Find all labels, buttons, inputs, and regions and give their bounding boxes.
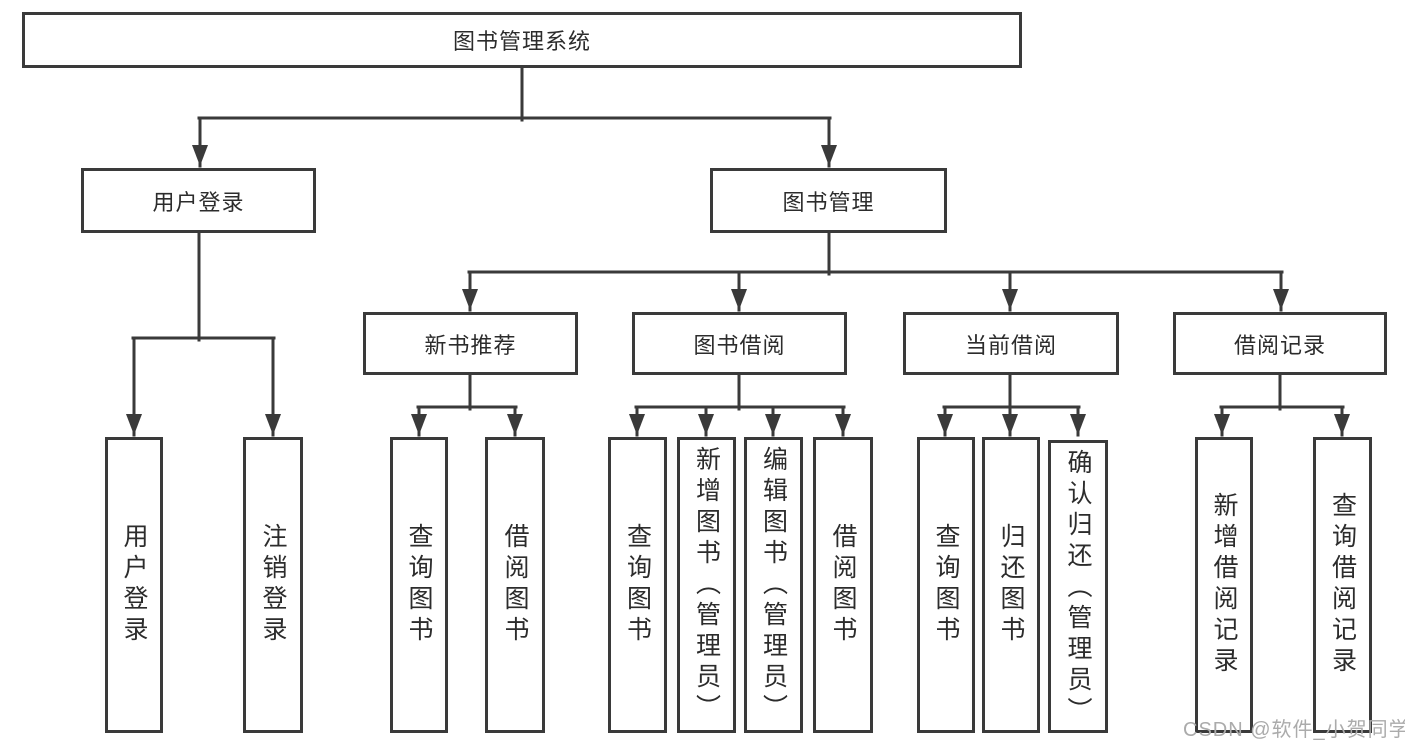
- connector-group: [126, 65, 1350, 437]
- node-user-login: 用户登录: [81, 168, 316, 233]
- leaf-user-login: 用户登录: [105, 437, 163, 733]
- node-current-borrow: 当前借阅: [903, 312, 1119, 375]
- leaf-cb-confirm-return-admin: 确认归还（管理员）: [1048, 440, 1108, 733]
- leaf-bb-borrow-books: 借阅图书: [813, 437, 873, 733]
- connector-trunks: [131, 65, 1345, 411]
- node-book-borrow: 图书借阅: [632, 312, 847, 375]
- node-borrow-records: 借阅记录: [1173, 312, 1387, 375]
- leaf-br-add-record: 新增借阅记录: [1195, 437, 1253, 733]
- leaf-bb-add-books-admin: 新增图书（管理员）: [677, 437, 736, 733]
- leaf-logout: 注销登录: [243, 437, 303, 733]
- leaf-cb-query-books: 查询图书: [917, 437, 975, 733]
- node-book-management: 图书管理: [710, 168, 947, 233]
- leaf-br-query-record: 查询借阅记录: [1313, 437, 1372, 733]
- leaf-nb-query-books: 查询图书: [390, 437, 448, 733]
- leaf-bb-edit-books-admin: 编辑图书（管理员）: [744, 437, 803, 733]
- leaf-nb-borrow-books: 借阅图书: [485, 437, 545, 733]
- leaf-bb-query-books: 查询图书: [608, 437, 667, 733]
- node-new-book-recommend: 新书推荐: [363, 312, 578, 375]
- leaf-cb-return-books: 归还图书: [982, 437, 1040, 733]
- node-root: 图书管理系统: [22, 12, 1022, 68]
- watermark: CSDN @软件_小贺同学: [1183, 719, 1405, 741]
